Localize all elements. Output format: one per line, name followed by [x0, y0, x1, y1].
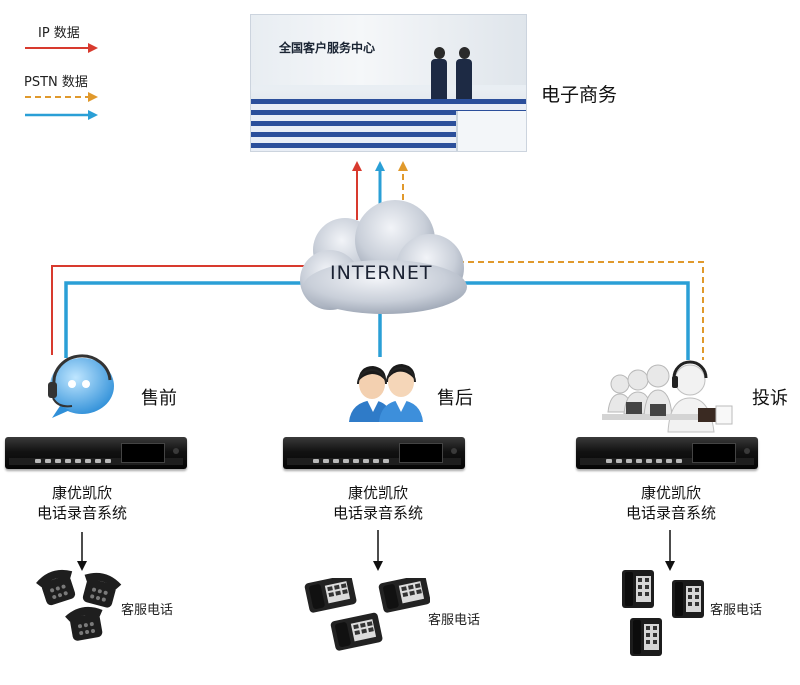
node-label-complaints: 投诉 [752, 388, 788, 409]
blue-line-left [64, 281, 320, 358]
headset-bubble-icon [48, 354, 114, 418]
staff-figure [429, 47, 449, 99]
system-name-right: 康优凯欣 电话录音系统 [611, 483, 731, 523]
blue-line-right [458, 281, 690, 360]
desk-phone-icon [36, 569, 122, 641]
service-agents-icon [349, 364, 423, 422]
legend-pstn-label: PSTN 数据 [24, 75, 88, 90]
recorder-device-left [5, 437, 187, 469]
phone-label-left: 客服电话 [121, 603, 174, 618]
service-center-photo: 全国客户服务中心 [250, 14, 527, 152]
pstn-line-right [458, 261, 704, 360]
system-name-line1: 康优凯欣 [347, 484, 408, 502]
ip-line-left [51, 265, 320, 355]
system-name-line2: 电话录音系统 [36, 504, 127, 522]
system-name-line1: 康优凯欣 [640, 484, 701, 502]
photo-wall [251, 15, 526, 85]
internet-label: INTERNET [330, 262, 433, 284]
call-center-icon [602, 360, 733, 433]
phone-label-center: 客服电话 [428, 613, 481, 628]
desk-phone-icon [304, 578, 430, 651]
recorder-device-center [283, 437, 465, 469]
legend-ip-label: IP 数据 [38, 26, 80, 41]
ecommerce-label: 电子商务 [541, 84, 618, 106]
internet-cloud [300, 200, 467, 314]
node-label-aftersales: 售后 [437, 388, 473, 409]
staff-figure [454, 47, 474, 99]
node-label-presales: 售前 [141, 388, 177, 409]
desk-phone-icon [622, 570, 704, 656]
counter-end [456, 111, 526, 151]
system-name-left: 康优凯欣 电话录音系统 [22, 483, 142, 523]
recorder-device-right [576, 437, 758, 469]
system-name-line1: 康优凯欣 [51, 484, 112, 502]
system-name-center: 康优凯欣 电话录音系统 [318, 483, 438, 523]
phone-label-right: 客服电话 [710, 603, 763, 618]
system-name-line2: 电话录音系统 [332, 504, 423, 522]
photo-sign: 全国客户服务中心 [279, 41, 376, 55]
system-name-line2: 电话录音系统 [625, 504, 716, 522]
